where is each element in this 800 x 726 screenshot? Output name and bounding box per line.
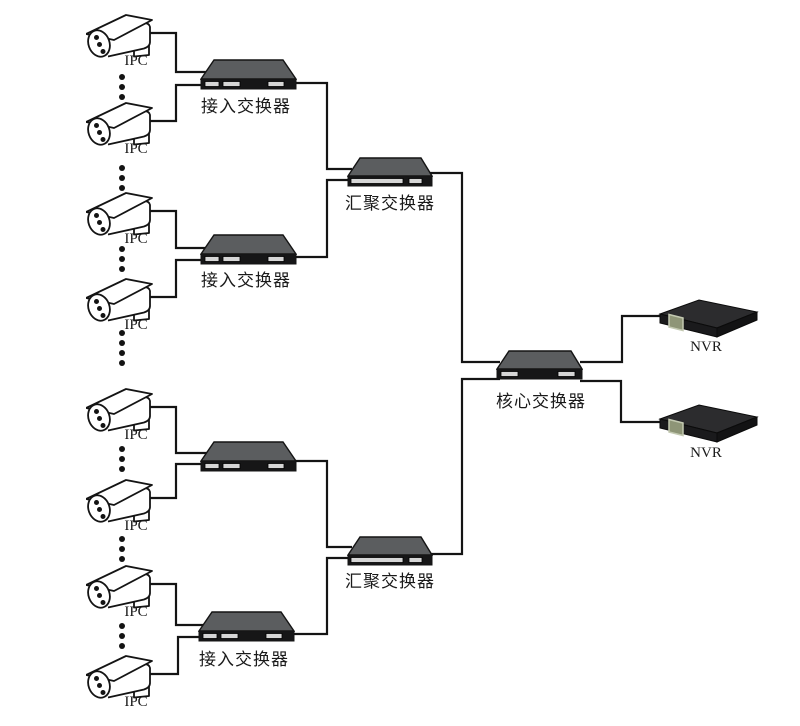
ip-camera-icon: [86, 276, 156, 322]
node-label-access-switch-4: 接入交换器: [199, 650, 289, 669]
nvr-icon: [655, 402, 761, 444]
node-label-ipc-3: IPC: [124, 231, 148, 247]
edge-access4-agg2: [286, 556, 352, 636]
node-label-ipc-6: IPC: [124, 518, 148, 534]
node-label-ipc-7: IPC: [124, 604, 148, 620]
edge-ipc4-access2: [140, 258, 205, 299]
edge-ipc6-access3: [140, 462, 205, 500]
edge-ipc1-access1: [140, 31, 210, 74]
ip-camera-icon: [86, 386, 156, 432]
access-switch-icon: [198, 611, 295, 642]
aggregation-switch-icon: [347, 536, 433, 566]
access-switch-icon: [200, 59, 297, 90]
node-label-core-switch: 核心交换器: [496, 392, 586, 411]
ellipsis-dots: [119, 74, 125, 100]
node-label-nvr-1: NVR: [690, 339, 722, 355]
node-label-ipc-4: IPC: [124, 317, 148, 333]
edge-ipc5-access3: [140, 405, 210, 455]
node-label-aggregation-switch-1: 汇聚交换器: [345, 194, 435, 213]
nvr-icon: [655, 297, 761, 339]
edge-ipc8-access4: [140, 635, 203, 676]
edge-access3-agg2: [288, 459, 352, 549]
node-label-ipc-8: IPC: [124, 694, 148, 710]
edge-ipc3-access2: [140, 209, 210, 250]
ellipsis-dots: [119, 246, 125, 272]
node-label-access-switch-2: 接入交换器: [201, 271, 291, 290]
edge-ipc2-access1: [140, 83, 205, 123]
ellipsis-dots: [119, 623, 125, 649]
ip-camera-icon: [86, 190, 156, 236]
edge-core-nvr1: [580, 314, 668, 364]
edge-access2-agg1: [293, 178, 352, 259]
node-label-ipc-2: IPC: [124, 141, 148, 157]
ip-camera-icon: [86, 563, 156, 609]
edge-agg1-core: [430, 171, 500, 364]
node-label-ipc-5: IPC: [124, 427, 148, 443]
ellipsis-dots: [119, 165, 125, 191]
core-switch-icon: [496, 350, 583, 380]
ellipsis-dots: [119, 536, 125, 562]
aggregation-switch-icon: [347, 157, 433, 187]
access-switch-icon: [200, 441, 297, 472]
ip-camera-icon: [86, 12, 156, 58]
edge-access1-agg1: [293, 81, 352, 171]
ellipsis-dots: [119, 330, 125, 366]
access-switch-icon: [200, 234, 297, 265]
ip-camera-icon: [86, 653, 156, 699]
ip-camera-icon: [86, 477, 156, 523]
edge-core-nvr2: [580, 379, 668, 424]
node-label-aggregation-switch-2: 汇聚交换器: [345, 572, 435, 591]
ellipsis-dots: [119, 446, 125, 472]
edge-agg2-core: [430, 377, 500, 556]
ip-camera-icon: [86, 100, 156, 146]
node-label-access-switch-1: 接入交换器: [201, 97, 291, 116]
node-label-nvr-2: NVR: [690, 445, 722, 461]
node-label-ipc-1: IPC: [124, 53, 148, 69]
edge-ipc7-access4: [140, 582, 208, 627]
